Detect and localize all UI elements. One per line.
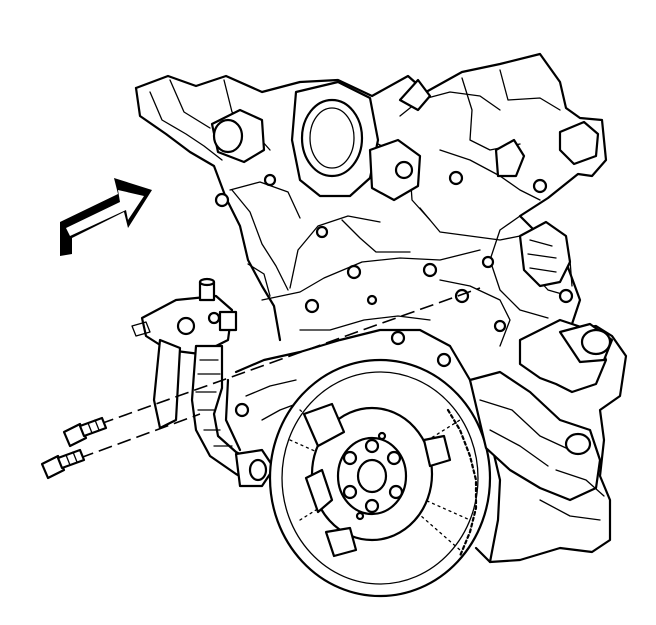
coolant-pipe	[131, 277, 276, 488]
lower-block	[224, 328, 502, 564]
alignment-lines	[79, 287, 481, 459]
exhaust-pipe	[468, 220, 614, 521]
direction-arrow-icon	[60, 178, 152, 256]
bolt-upper	[62, 416, 108, 448]
bolt-lower	[40, 448, 86, 480]
flexplate	[268, 358, 492, 598]
throttle-body	[210, 78, 600, 202]
